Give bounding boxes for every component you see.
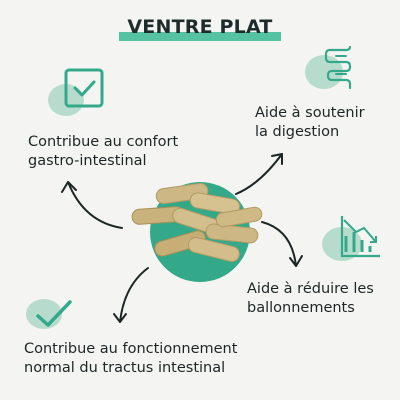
benefit-1-line-2: gastro-intestinal [28, 153, 147, 169]
checkmark-icon [26, 299, 72, 329]
benefit-label-3: Aide à réduire les ballonnements [247, 280, 374, 318]
benefit-1-line-1: Contribue au confort [28, 134, 179, 150]
title-wrapper: VENTRE PLAT [0, 16, 400, 41]
benefit-2-line-2: la digestion [255, 124, 340, 140]
benefit-3-line-2: ballonnements [247, 300, 355, 316]
benefit-label-4: Contribue au fonctionnement normal du tr… [24, 340, 237, 378]
arrow-to-benefit-3 [261, 221, 297, 267]
page-title: VENTRE PLAT [119, 16, 281, 41]
benefit-4-line-2: normal du tractus intestinal [24, 360, 226, 376]
benefit-2-line-1: Aide à soutenir [255, 105, 365, 121]
capsules-illustration [131, 182, 263, 282]
arrow-to-benefit-1 [67, 181, 123, 229]
arrow-to-benefit-2 [235, 153, 283, 195]
intestine-icon [305, 45, 352, 90]
benefit-4-line-1: Contribue au fonctionnement [24, 341, 238, 357]
arrow-to-benefit-4 [119, 267, 149, 323]
capsules [131, 182, 263, 262]
declining-chart-icon [322, 216, 380, 261]
benefit-label-1: Contribue au confort gastro-intestinal [28, 133, 178, 171]
benefit-3-line-1: Aide à réduire les [247, 281, 374, 297]
benefit-label-2: Aide à soutenir la digestion [255, 104, 365, 142]
check-square-icon [48, 68, 104, 116]
